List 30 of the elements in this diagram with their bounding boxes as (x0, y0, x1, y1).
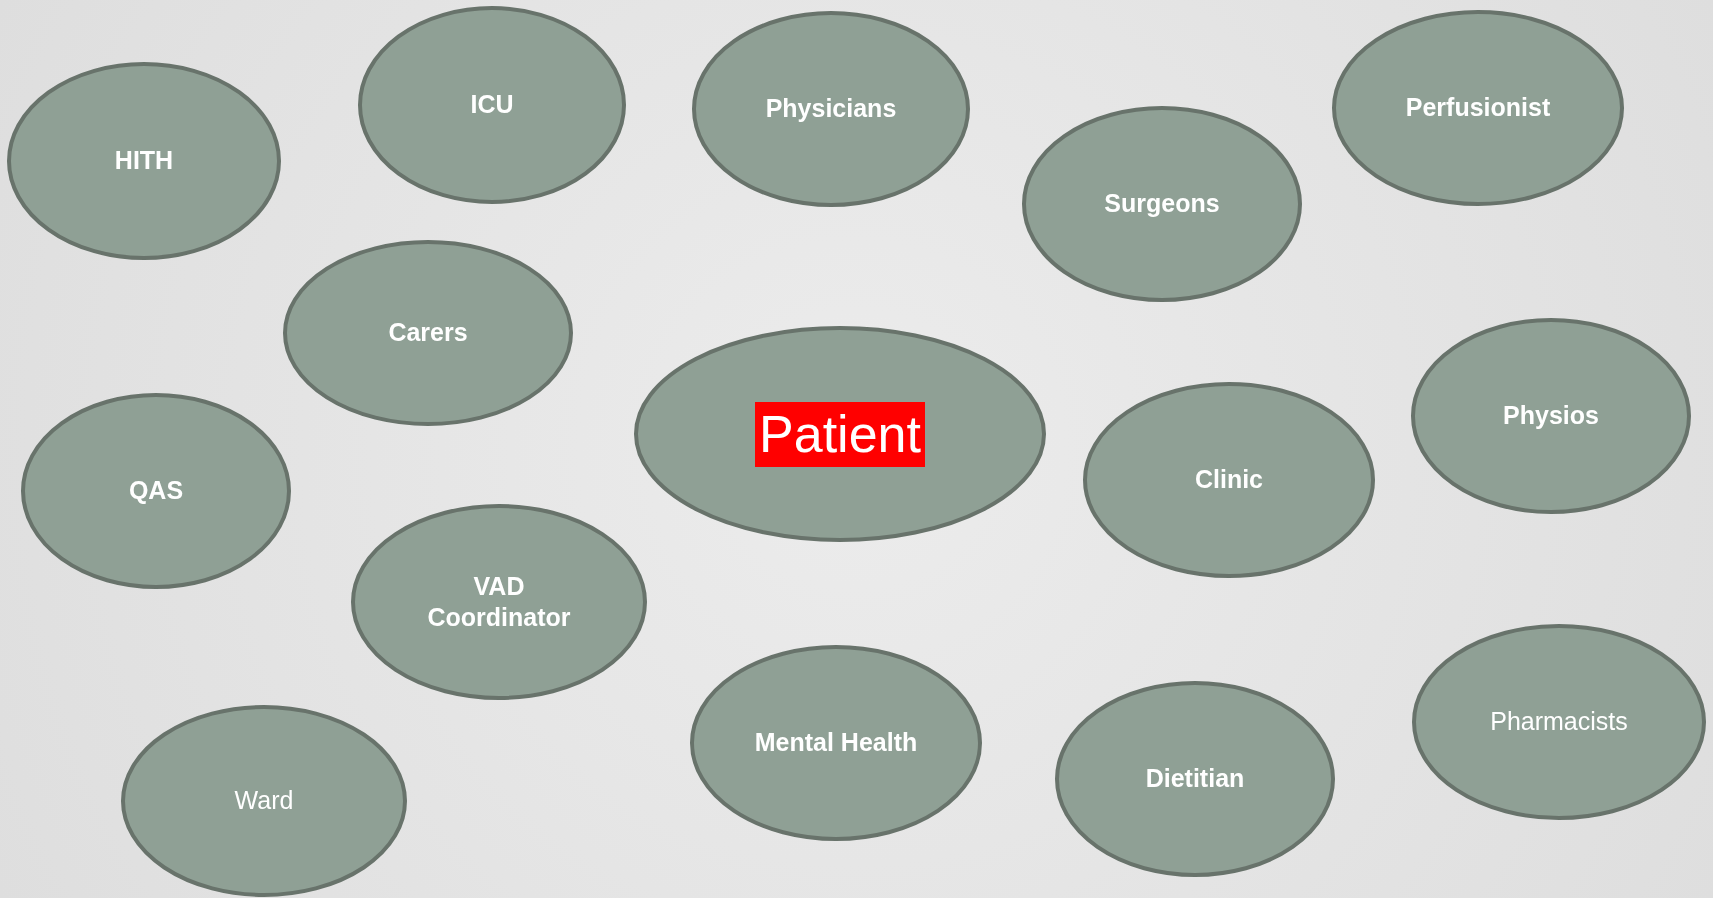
oval-node (690, 9, 972, 209)
oval-node (281, 238, 575, 428)
node-label: Physicians (765, 93, 897, 125)
node-label: Clinic (1194, 464, 1264, 496)
oval-node (1409, 316, 1693, 516)
oval-node (1053, 679, 1337, 879)
oval-node (632, 324, 1048, 544)
node-label: HITH (114, 145, 174, 177)
node-label: Pharmacists (1490, 706, 1628, 738)
oval-node (356, 4, 628, 206)
node-label: QAS (128, 475, 184, 507)
node-label: Dietitian (1145, 763, 1245, 795)
oval-node (349, 502, 649, 702)
oval-node (1330, 8, 1626, 208)
node-label: Carers (388, 317, 468, 349)
oval-node (688, 643, 984, 843)
node-label: VAD Coordinator (426, 570, 572, 633)
node-label: Surgeons (1104, 188, 1220, 220)
oval-node (5, 60, 283, 262)
node-label: Mental Health (754, 727, 918, 759)
node-label: Physios (1503, 400, 1599, 432)
oval-node (119, 703, 409, 898)
oval-node (1020, 104, 1304, 304)
oval-node (1081, 380, 1377, 580)
node-label: Patient (755, 401, 925, 467)
node-label: ICU (470, 89, 514, 121)
node-label: Perfusionist (1405, 92, 1551, 124)
oval-node (19, 391, 293, 591)
node-label: Ward (234, 785, 294, 817)
oval-node (1410, 622, 1708, 822)
